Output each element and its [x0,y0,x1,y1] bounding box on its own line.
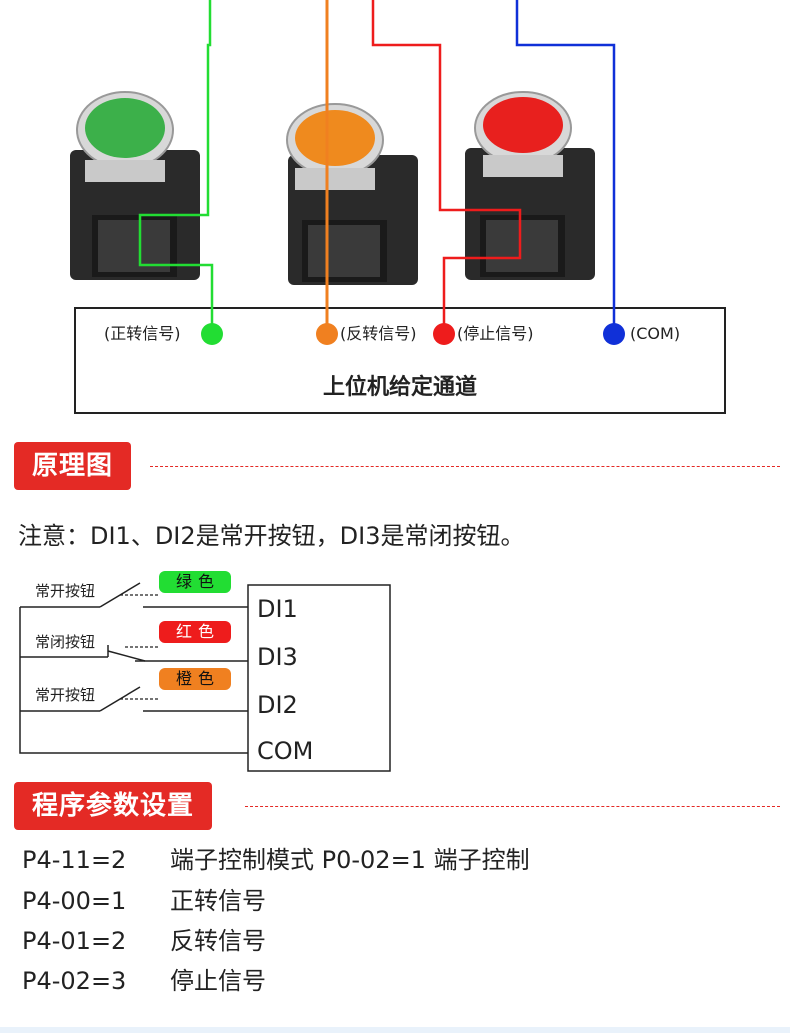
param-row: P4-01=2 反转信号 [22,924,266,958]
terminal-com: COM [257,737,314,765]
param-row: P4-11=2 端子控制模式 P0-02=1 端子控制 [22,843,530,877]
param-desc: 正转信号 [170,887,266,915]
note-text: 注意：DI1、DI2是常开按钮，DI3是常闭按钮。 [18,522,525,550]
signal-label-com: (COM) [630,324,681,343]
param-desc: 停止信号 [170,967,266,995]
wire-red [371,0,522,334]
push-button-green [70,91,200,280]
signal-label-stop: (停止信号) [457,324,534,343]
param-code: P4-11=2 [22,846,127,874]
terminal-dot-reverse [316,323,338,345]
terminal-di2: DI2 [257,691,298,719]
signal-label-reverse: (反转信号) [340,324,417,343]
param-row: P4-00=1 正转信号 [22,884,266,918]
color-pill-red: 红色 [159,621,231,643]
terminal-dot-forward [201,323,223,345]
param-desc: 端子控制模式 P0-02=1 端子控制 [170,846,530,874]
param-row: P4-02=3 停止信号 [22,964,266,998]
terminal-di3: DI3 [257,643,298,671]
param-desc: 反转信号 [170,927,266,955]
controller-box-title: 上位机给定通道 [322,375,477,400]
terminal-dot-stop [433,323,455,345]
param-code: P4-00=1 [22,887,127,915]
terminal-di1: DI1 [257,595,298,623]
bottom-strip [0,1027,790,1033]
switch-label-1: 常开按钮 [35,582,96,600]
color-pill-orange: 橙色 [159,668,231,690]
section-divider-params [245,806,780,807]
param-code: P4-01=2 [22,927,127,955]
section-title-principle: 原理图 [14,442,132,490]
push-button-orange [286,103,418,285]
switch-schematic [19,582,391,772]
wire-green [138,0,214,334]
switch-label-3: 常开按钮 [35,686,96,704]
push-button-red [465,91,595,280]
terminal-dot-com [603,323,625,345]
section-divider [150,466,780,467]
section-title-params: 程序参数设置 [14,782,213,830]
wire-blue [515,0,616,334]
color-pill-green: 绿色 [159,571,231,593]
signal-label-forward: (正转信号) [104,324,181,343]
wiring-diagram [70,0,726,414]
switch-label-2: 常闭按钮 [35,633,96,651]
param-code: P4-02=3 [22,967,127,995]
